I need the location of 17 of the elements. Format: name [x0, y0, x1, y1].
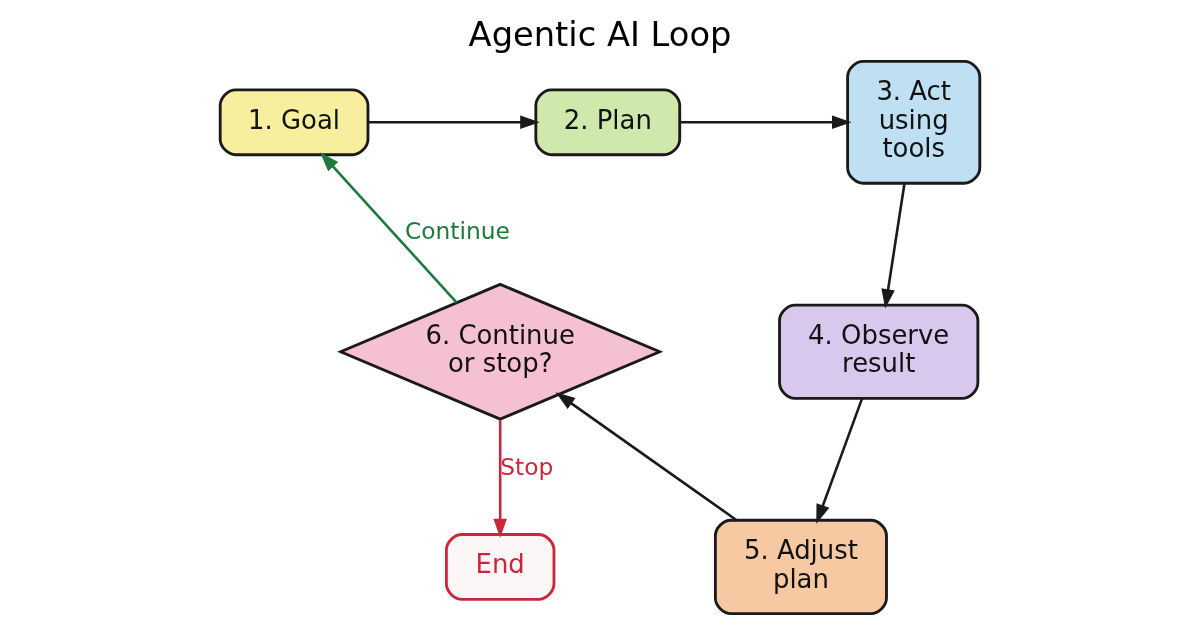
- node-box: 2. Plan: [534, 88, 682, 157]
- arrow: [680, 115, 852, 130]
- arrow: [368, 115, 540, 130]
- node-diamond: 6. Continue or stop?: [337, 282, 664, 421]
- node-box: 4. Observe result: [778, 303, 980, 400]
- arrow: [320, 152, 458, 304]
- arrow: [881, 183, 906, 309]
- node-box: End: [444, 533, 556, 601]
- node-box: 3. Act using tools: [846, 59, 982, 185]
- node-box: 5. Adjust plan: [713, 518, 888, 615]
- arrow: [816, 398, 864, 524]
- arrow: [555, 392, 738, 522]
- edge-label: Stop: [500, 453, 554, 482]
- edge-label: Continue: [404, 217, 510, 246]
- arrow: [493, 419, 507, 539]
- node-box: 1. Goal: [218, 88, 370, 157]
- diagram-title: Agentic AI Loop: [468, 14, 732, 54]
